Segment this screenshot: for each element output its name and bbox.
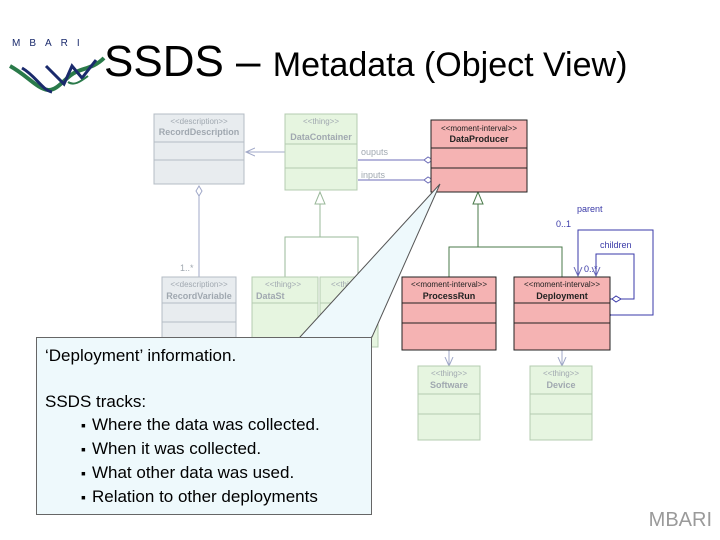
record-variable-name: RecordVariable xyxy=(166,291,232,301)
data-stream-name: DataSt xyxy=(256,291,285,301)
record-description-name: RecordDescription xyxy=(159,127,240,137)
mbari-logo-icon xyxy=(9,56,106,94)
process-run-name: ProcessRun xyxy=(423,291,476,301)
assoc-children xyxy=(596,253,635,300)
label-parent-mult: 0..1 xyxy=(556,219,571,229)
label-children-mult: 0..* xyxy=(584,264,598,274)
inheritance-triangle-producer xyxy=(472,190,484,205)
label-children: children xyxy=(600,240,632,250)
title-main: SSDS – xyxy=(104,37,273,86)
deployment-stereotype: <<moment-interval>> xyxy=(524,280,600,289)
data-container-name: DataContainer xyxy=(290,132,352,142)
callout-bullet: Where the data was collected. xyxy=(81,413,320,437)
callout-bullets: Where the data was collected. When it wa… xyxy=(81,413,320,509)
label-parent: parent xyxy=(577,204,603,214)
callout-heading: ‘Deployment’ information. xyxy=(45,346,237,365)
device-stereotype: <<thing>> xyxy=(543,369,579,378)
callout-bullet: What other data was used. xyxy=(81,461,320,485)
footer-mbari: MBARI xyxy=(648,509,712,531)
label-inputs: inputs xyxy=(361,170,386,180)
class-data-producer: <<moment-interval>> DataProducer xyxy=(430,119,528,193)
class-record-description: <<description>> RecordDescription xyxy=(153,113,245,185)
data-container-stereotype: <<thing>> xyxy=(303,117,339,126)
callout-bullet: When it was collected. xyxy=(81,437,320,461)
data-stream-stereotype: <<thing>> xyxy=(265,280,301,289)
record-description-stereotype: <<description>> xyxy=(170,117,228,126)
class-device: <<thing>> Device xyxy=(529,365,593,441)
process-run-stereotype: <<moment-interval>> xyxy=(411,280,487,289)
class-software: <<thing>> Software xyxy=(417,365,481,441)
assoc-parent xyxy=(578,229,654,316)
inheritance-producer-branch xyxy=(448,246,563,277)
callout-box: ‘Deployment’ information. SSDS tracks: W… xyxy=(36,337,372,515)
data-producer-stereotype: <<moment-interval>> xyxy=(441,124,517,133)
label-ouputs: ouputs xyxy=(361,147,389,157)
class-deployment: <<moment-interval>> Deployment xyxy=(513,276,611,351)
slide-title: SSDS – Metadata (Object View) xyxy=(104,40,627,84)
callout-bullet: Relation to other deployments xyxy=(81,485,320,509)
deployment-name: Deployment xyxy=(536,291,588,301)
aggregation-diamond-description xyxy=(195,185,203,197)
logo-text: MBARI xyxy=(12,38,89,49)
inheritance-container-branch xyxy=(284,236,359,277)
class-process-run: <<moment-interval>> ProcessRun xyxy=(401,276,497,351)
class-record-variable: <<description>> RecordVariable xyxy=(161,276,237,348)
software-name: Software xyxy=(430,380,468,390)
device-name: Device xyxy=(546,380,575,390)
title-sub: Metadata (Object View) xyxy=(272,46,628,84)
label-multiplicity-many: 1..* xyxy=(180,263,194,273)
inheritance-triangle-container xyxy=(314,190,326,205)
record-variable-stereotype: <<description>> xyxy=(170,280,228,289)
class-data-container: <<thing>> DataContainer xyxy=(284,113,358,191)
aggregation-diamond-children xyxy=(611,295,622,303)
callout-subheading: SSDS tracks: xyxy=(45,392,147,411)
software-stereotype: <<thing>> xyxy=(431,369,467,378)
data-producer-name: DataProducer xyxy=(449,134,509,144)
